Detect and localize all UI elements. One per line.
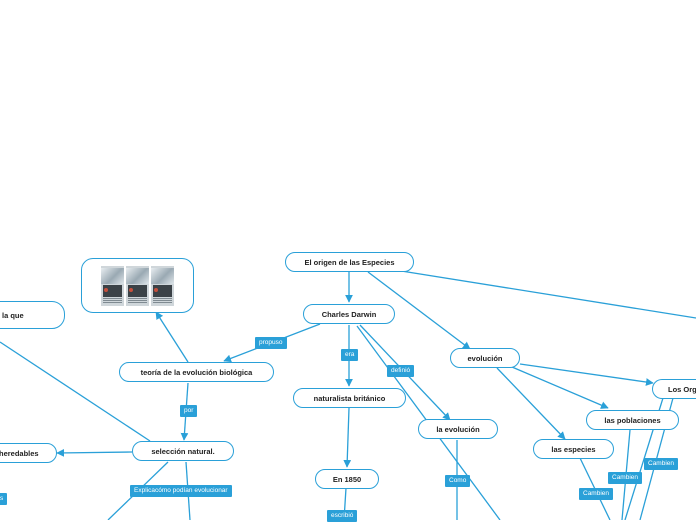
- node-origen-especies[interactable]: El origen de las Especies: [285, 252, 414, 272]
- label-cambien[interactable]: Cambien: [608, 472, 643, 484]
- label-explica[interactable]: Explicacómo podían evolucionar: [130, 485, 232, 497]
- label-como[interactable]: Como: [445, 475, 471, 487]
- node-la-que[interactable]: la que: [0, 301, 65, 329]
- node-las-especies[interactable]: las especies: [533, 439, 614, 459]
- label-cambien[interactable]: Cambien: [644, 458, 679, 470]
- node-teoria-evolucion[interactable]: teoría de la evolución biológica: [119, 362, 274, 382]
- node-la-evolucion[interactable]: la evolución: [418, 419, 498, 439]
- illustration-thumbnail: [101, 265, 124, 306]
- label-escribio[interactable]: escribió: [327, 510, 358, 522]
- label-cambien[interactable]: Cambien: [579, 488, 614, 500]
- label-partial[interactable]: s: [0, 493, 8, 505]
- label-definio[interactable]: definió: [387, 365, 415, 377]
- node-charles-darwin[interactable]: Charles Darwin: [303, 304, 395, 324]
- node-en-1850[interactable]: En 1850: [315, 469, 379, 489]
- node-seleccion-natural[interactable]: selección natural.: [132, 441, 234, 461]
- label-propuso[interactable]: propuso: [255, 337, 287, 349]
- label-era[interactable]: era: [341, 349, 359, 361]
- illustration-thumbnail: [126, 265, 149, 306]
- node-evolucion[interactable]: evolución: [450, 348, 520, 368]
- node-naturalista-britanico[interactable]: naturalista británico: [293, 388, 406, 408]
- label-por[interactable]: por: [180, 405, 198, 417]
- node-las-poblaciones[interactable]: las poblaciones: [586, 410, 679, 430]
- node-los-organismos[interactable]: Los Org: [652, 379, 696, 399]
- illustration-thumbnail: [151, 265, 174, 306]
- illustration-node[interactable]: [81, 258, 194, 313]
- node-heredables[interactable]: heredables: [0, 443, 57, 463]
